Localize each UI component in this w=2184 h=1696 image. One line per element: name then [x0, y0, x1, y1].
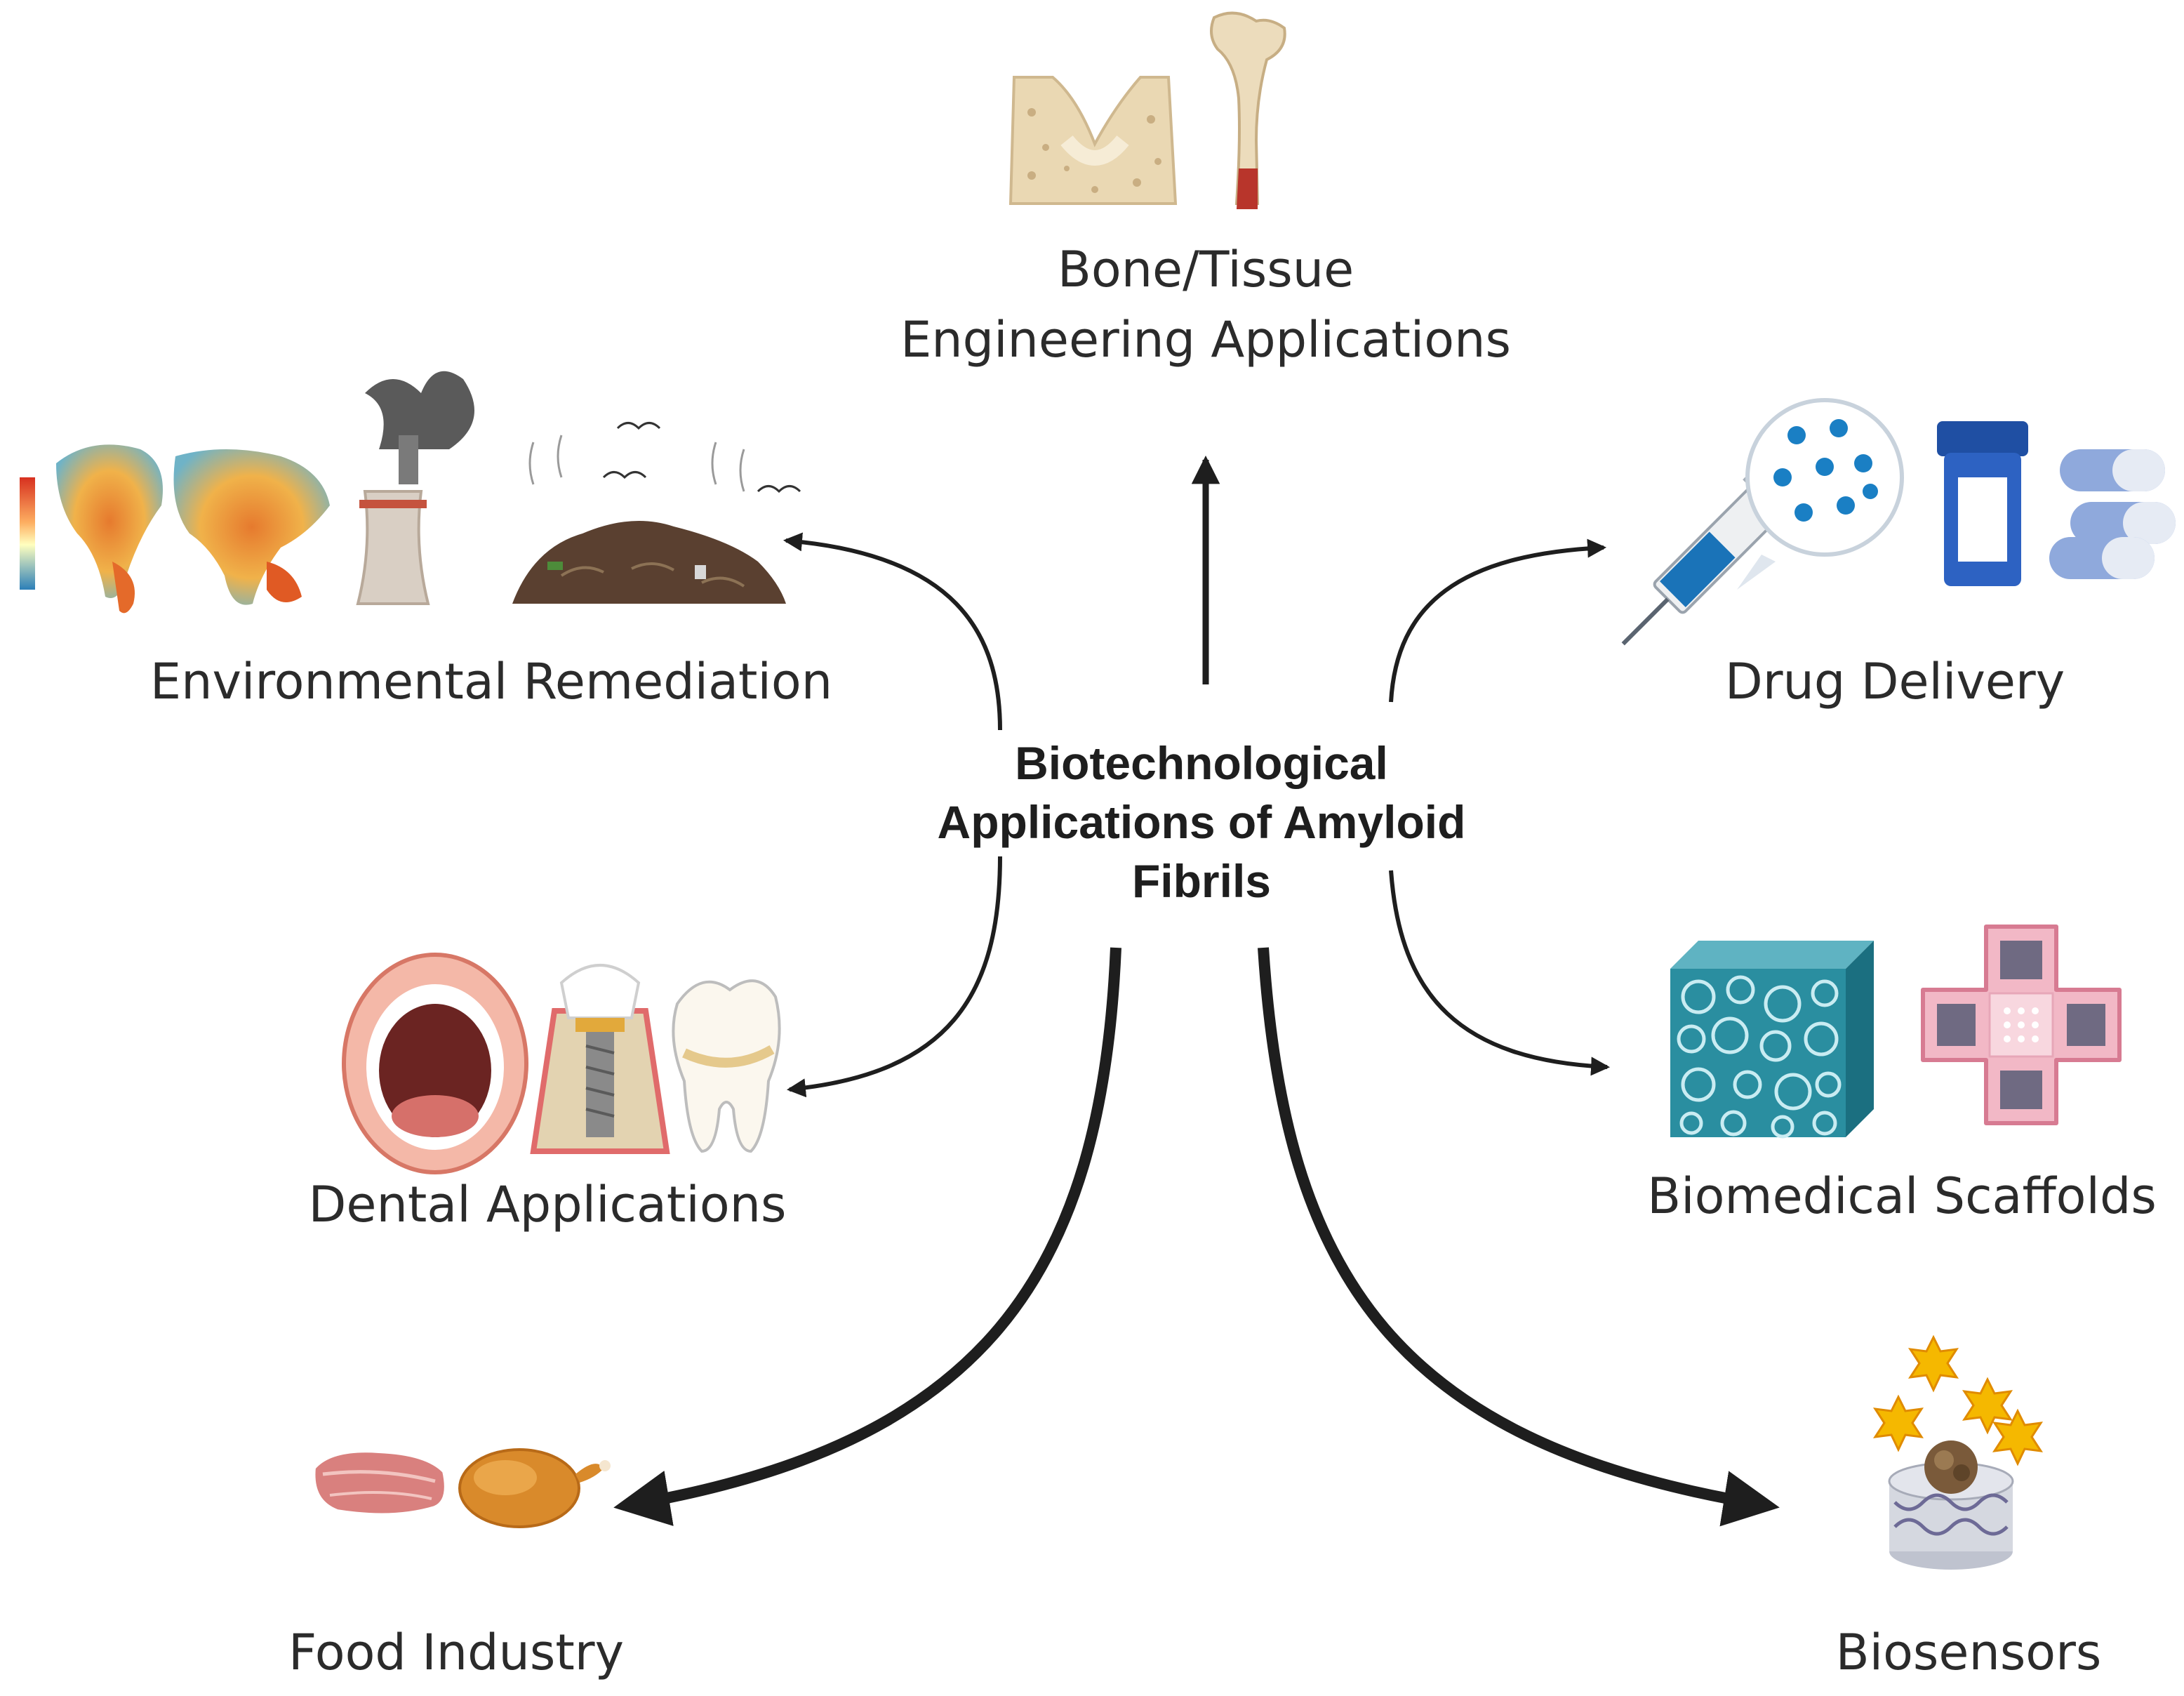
center-title-line3: Fibrils [1132, 855, 1271, 907]
biosensors-label: Biosensors [1836, 1624, 2102, 1681]
nanoparticle-circle-icon [1737, 398, 1904, 590]
center-title-line1: Biotechnological [1015, 737, 1388, 789]
arrow-to-dental [786, 856, 1002, 1098]
arrow-to-biosensors [1258, 947, 1780, 1527]
biosensors-node: Biosensors [1836, 1334, 2102, 1681]
bone-section-icon [1008, 76, 1178, 205]
dental-node: Dental Applications [309, 953, 787, 1233]
dental-label: Dental Applications [309, 1176, 787, 1233]
dental-implant-icon [530, 964, 670, 1154]
roast-chicken-icon [458, 1448, 611, 1528]
food-industry-node: Food Industry [288, 1445, 624, 1681]
bone-tissue-label-line1: Bone/Tissue [1058, 241, 1354, 298]
arrow-to-biomedical-scaffolds [1389, 870, 1611, 1076]
molar-tooth-icon [672, 979, 781, 1153]
arrow-to-environmental [783, 532, 1002, 731]
steak-icon [308, 1445, 451, 1521]
center-title: Biotechnological Applications of Amyloid… [938, 737, 1466, 907]
bandage-patch-icon [1921, 925, 2122, 1125]
biosensor-icon [1888, 1440, 2014, 1570]
cooling-tower-icon [356, 371, 474, 605]
arrows-group [613, 455, 1780, 1527]
world-heatmap-icon [20, 444, 330, 614]
biomedical-scaffolds-node: Biomedical Scaffolds [1647, 925, 2157, 1225]
drug-delivery-node: Drug Delivery [1621, 398, 2176, 710]
environmental-label: Environmental Remediation [150, 653, 832, 710]
bone-tissue-node: Bone/Tissue Engineering Applications [900, 11, 1511, 369]
capsule-icon [2049, 449, 2176, 579]
bone-tissue-label-line2: Engineering Applications [900, 311, 1511, 369]
drug-delivery-label: Drug Delivery [1725, 653, 2065, 710]
food-industry-label: Food Industry [288, 1624, 624, 1681]
open-mouth-icon [342, 953, 528, 1174]
center-title-line2: Applications of Amyloid [938, 796, 1466, 848]
environmental-node: Environmental Remediation [20, 371, 832, 710]
landfill-icon [512, 422, 801, 604]
arrow-to-food-industry [613, 947, 1121, 1526]
femur-bone-icon [1210, 11, 1286, 209]
star-signal-icon [1872, 1334, 2044, 1466]
biomedical-scaffolds-label: Biomedical Scaffolds [1647, 1167, 2157, 1225]
pill-bottle-icon [1937, 421, 2028, 586]
arrow-to-drug-delivery [1389, 538, 1607, 703]
porous-scaffold-cube-icon [1670, 941, 1874, 1139]
